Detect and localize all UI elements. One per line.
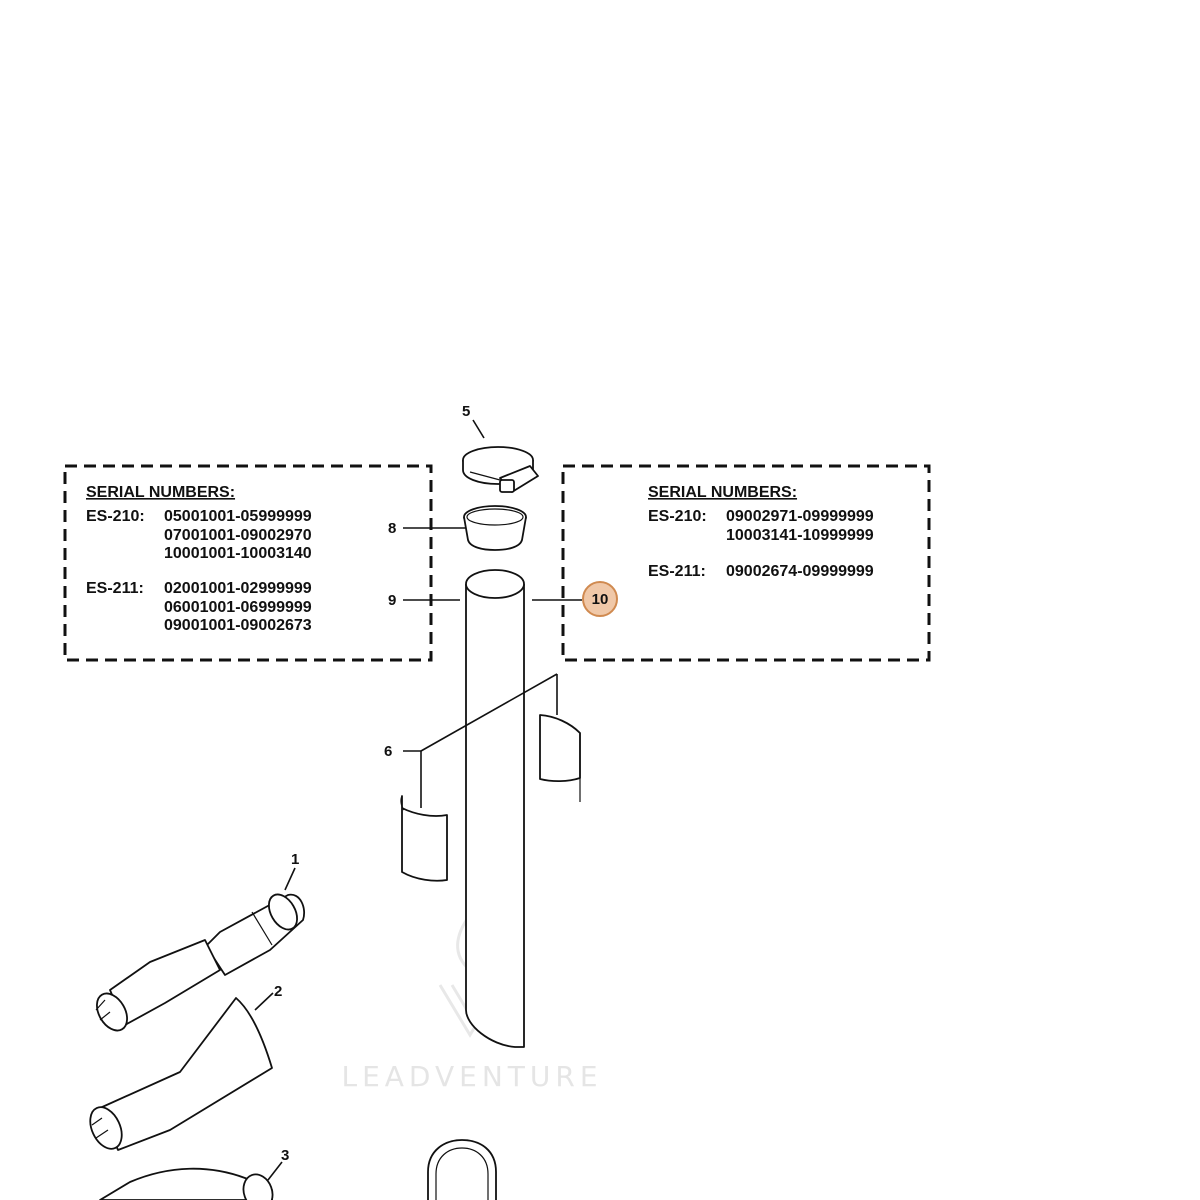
left-serial-text: SERIAL NUMBERS: ES-210: 05001001-0599999… [86,484,312,634]
part-2-nozzle[interactable] [84,997,273,1154]
right-serial-text: SERIAL NUMBERS: ES-210: 09002971-0999999… [648,484,874,580]
left-es211-range-2: 06001001-06999999 [164,599,312,616]
callout-10-highlight [582,581,618,617]
callout-6[interactable]: 6 [384,743,392,760]
watermark: LEADVENTURE [341,912,602,1093]
part-strap-ring[interactable] [427,1139,497,1200]
callout-6-leader [403,673,558,808]
callout-8[interactable]: 8 [388,520,396,537]
part-6-shells[interactable] [400,714,581,882]
part-5-hose-clamp[interactable] [462,446,539,493]
part-8-ring[interactable] [463,505,527,551]
callout-3[interactable]: 3 [281,1147,289,1164]
part-9-tube[interactable] [465,569,525,1048]
watermark-text: LEADVENTURE [341,1060,602,1093]
callout-1-leader [284,867,296,891]
left-es211-model: ES-211: [86,580,144,597]
right-es211-model: ES-211: [648,563,706,580]
right-es210-range-1: 09002971-09999999 [726,508,874,525]
callout-2-leader [254,992,274,1011]
right-serial-heading: SERIAL NUMBERS: [648,484,797,501]
left-es210-model: ES-210: [86,508,145,525]
right-es210-range-2: 10003141-10999999 [726,527,874,544]
left-es210-range-3: 10001001-10003140 [164,545,312,562]
right-es210-model: ES-210: [648,508,707,525]
callout-5-leader [472,419,485,439]
part-3-elbow[interactable] [99,1167,277,1200]
part-1-blower-tube[interactable] [91,890,305,1036]
left-es210-range-2: 07001001-09002970 [164,527,312,544]
right-es211-range-1: 09002674-09999999 [726,563,874,580]
left-serial-box [63,464,433,662]
callout-10[interactable]: 10 [592,591,609,608]
left-serial-heading: SERIAL NUMBERS: [86,484,235,501]
callout-3-leader [267,1161,283,1181]
left-es210-range-1: 05001001-05999999 [164,508,312,525]
left-es211-range-1: 02001001-02999999 [164,580,312,597]
callout-2[interactable]: 2 [274,983,282,1000]
right-serial-box [561,464,931,662]
callout-5[interactable]: 5 [462,403,470,420]
callout-1[interactable]: 1 [291,851,299,868]
callout-9[interactable]: 9 [388,592,396,609]
left-es211-range-3: 09001001-09002673 [164,617,312,634]
